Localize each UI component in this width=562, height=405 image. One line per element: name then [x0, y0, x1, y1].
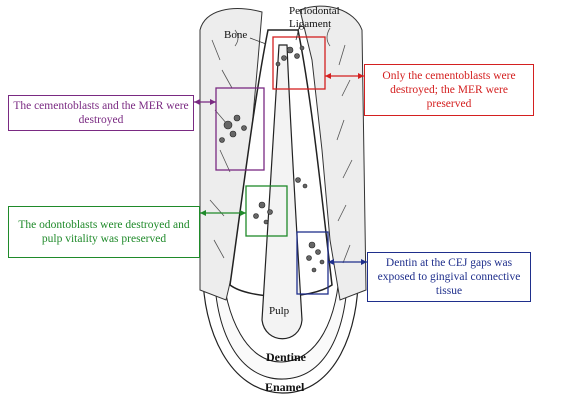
- red-highlight-box: [272, 36, 326, 90]
- enamel-label: Enamel: [265, 380, 305, 394]
- callout-dentin: Dentin at the CEJ gaps was exposed to gi…: [367, 252, 531, 302]
- bone-label: Bone: [224, 29, 248, 41]
- bone-right: [299, 5, 367, 301]
- green-highlight-box: [245, 185, 288, 237]
- callout-odontoblasts: The odontoblasts were destroyed and pulp…: [8, 206, 200, 258]
- periodontal-label: Periodontal: [289, 5, 340, 17]
- callout-dentin-text: Dentin at the CEJ gaps was exposed to gi…: [377, 257, 521, 297]
- callout-odontoblasts-text: The odontoblasts were destroyed and pulp…: [18, 219, 190, 245]
- purple-highlight-box: [215, 87, 265, 171]
- callout-cementoblasts-mer-text: The cementoblasts and the MER were destr…: [13, 100, 189, 126]
- pulp-canal: [261, 44, 303, 340]
- callout-cementoblasts-mer: The cementoblasts and the MER were destr…: [8, 95, 194, 131]
- callout-cementoblasts: Only the cementoblasts were destroyed; t…: [364, 64, 534, 116]
- ligament-label: Ligament: [289, 18, 332, 30]
- pulp-label: Pulp: [269, 305, 290, 317]
- callout-cementoblasts-text: Only the cementoblasts were destroyed; t…: [382, 70, 516, 110]
- blue-highlight-box: [296, 231, 329, 295]
- dentine-label: Dentine: [266, 350, 306, 364]
